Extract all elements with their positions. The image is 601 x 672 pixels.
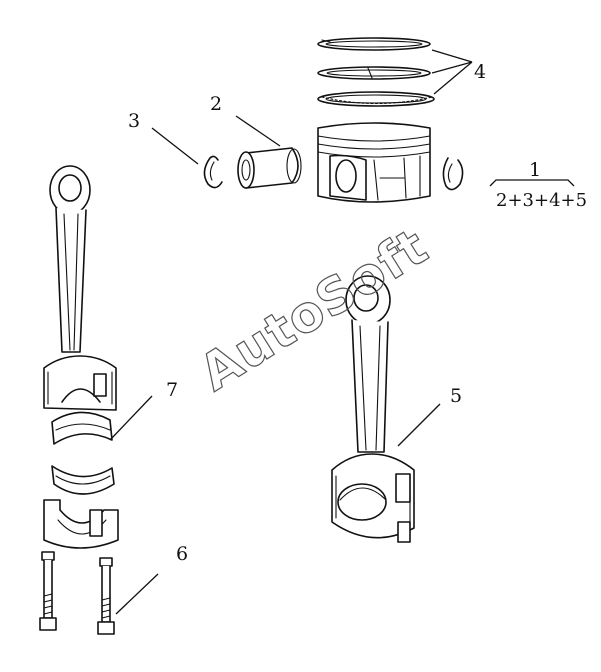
leader-2 <box>235 115 281 147</box>
watermark-text: AutoSoft <box>190 217 438 402</box>
bearing-cap <box>43 499 119 549</box>
leader-6 <box>115 573 159 615</box>
formula-bracket <box>489 179 575 187</box>
callout-3: 3 <box>128 110 140 132</box>
callout-7: 7 <box>166 379 178 401</box>
callout-1: 1 <box>529 159 541 181</box>
leader-4-top <box>431 49 473 63</box>
rod-bolt-right <box>97 557 115 635</box>
leader-4-oil <box>433 61 473 95</box>
rod-bolt-left <box>39 551 57 631</box>
leader-5 <box>397 403 441 447</box>
leader-7 <box>109 395 153 441</box>
piston-ring-top <box>317 37 431 51</box>
piston <box>317 122 431 203</box>
callout-5: 5 <box>450 385 462 407</box>
circlip-right <box>442 157 464 191</box>
leader-4-middle <box>431 61 473 74</box>
callout-4: 4 <box>474 61 486 83</box>
callout-2: 2 <box>210 93 222 115</box>
connecting-rod-assembled <box>331 275 415 543</box>
piston-ring-middle <box>317 66 431 80</box>
piston-pin <box>237 147 302 189</box>
circlip-left <box>203 155 223 189</box>
bearing-shell-lower <box>51 465 115 495</box>
piston-ring-oil <box>317 91 435 107</box>
callout-6: 6 <box>176 543 188 565</box>
connecting-rod-left <box>43 165 117 411</box>
leader-3 <box>151 127 199 165</box>
assembly-formula: 2+3+4+5 <box>496 190 587 211</box>
bearing-shell-upper <box>51 411 113 445</box>
